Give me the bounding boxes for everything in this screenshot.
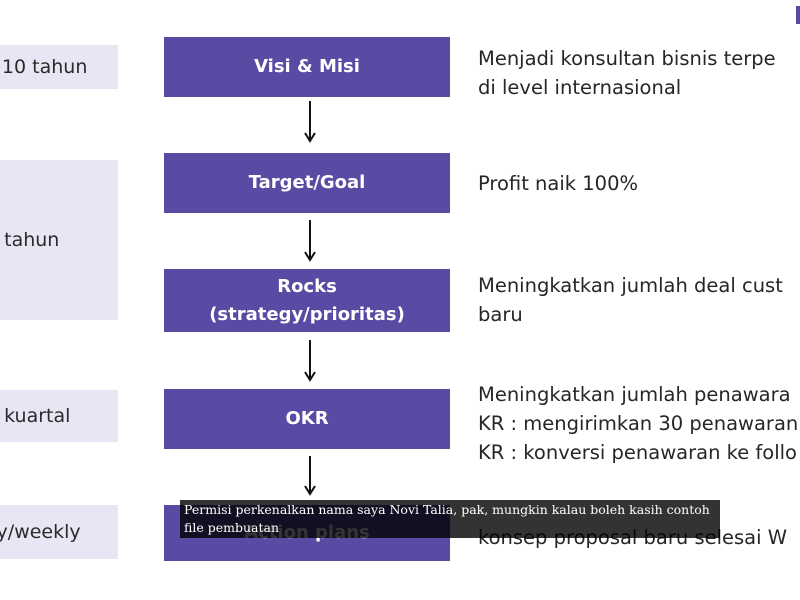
down-arrow-icon [304, 340, 316, 382]
description-line: Meningkatkan jumlah deal cust [478, 274, 783, 297]
horizon-label-text: ily/weekly [0, 521, 81, 543]
description-target-goal: Profit naik 100% [478, 169, 800, 198]
description-line: KR : konversi penawaran ke follo [478, 441, 797, 464]
horizon-label-text: 1 kuartal [0, 405, 71, 427]
description-rocks: Meningkatkan jumlah deal cust baru [478, 271, 800, 329]
step-target-goal: Target/Goal [164, 153, 450, 213]
horizon-label-quarter: 1 kuartal [0, 390, 118, 442]
description-line: Menjadi konsultan bisnis terpe [478, 47, 776, 70]
step-label: Rocks [277, 275, 337, 297]
caption-line: file pembuatan [184, 520, 279, 535]
down-arrow-icon [304, 220, 316, 262]
step-visi-misi: Visi & Misi [164, 37, 450, 97]
description-line: Meningkatkan jumlah penawara [478, 383, 791, 406]
step-rocks: Rocks (strategy/prioritas) [164, 269, 450, 332]
description-line: baru [478, 303, 523, 326]
description-line: di level internasional [478, 76, 682, 99]
step-sublabel: (strategy/prioritas) [209, 303, 405, 325]
step-label: Visi & Misi [254, 56, 360, 77]
description-visi-misi: Menjadi konsultan bisnis terpe di level … [478, 44, 800, 102]
caption-line: Permisi perkenalkan nama saya Novi Talia… [184, 502, 710, 517]
subtitle-caption: Permisi perkenalkan nama saya Novi Talia… [180, 500, 720, 538]
horizon-label-daily-weekly: ily/weekly [0, 505, 118, 559]
description-line: KR : mengirimkan 30 penawaran [478, 412, 799, 435]
corner-accent [796, 6, 800, 24]
step-okr: OKR [164, 389, 450, 449]
step-label: Target/Goal [248, 172, 366, 193]
horizon-label-10-years: +10 tahun [0, 45, 118, 89]
horizon-label-text: +10 tahun [0, 56, 88, 78]
horizon-label-text: 1 tahun [0, 229, 60, 251]
down-arrow-icon [304, 101, 316, 143]
horizon-label-1-year: 1 tahun [0, 160, 118, 320]
description-line: Profit naik 100% [478, 172, 639, 195]
down-arrow-icon [304, 456, 316, 496]
description-okr: Meningkatkan jumlah penawara KR : mengir… [478, 380, 800, 467]
step-label: OKR [285, 408, 329, 429]
